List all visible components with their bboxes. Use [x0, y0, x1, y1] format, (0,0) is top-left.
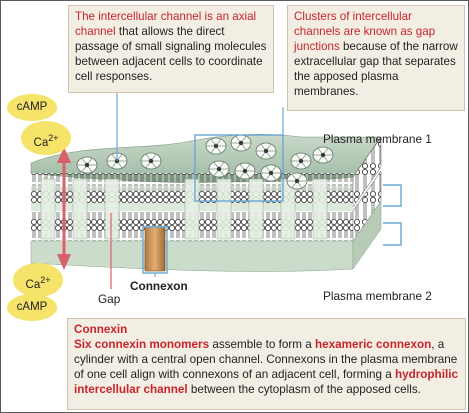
callout-channel-text: that allows the direct passage of small …	[75, 25, 267, 83]
connexon-rosette	[286, 172, 308, 190]
connexon-column	[184, 178, 200, 240]
connexon-rosette	[208, 160, 230, 178]
connexin-text-1: Six connexin monomers	[74, 338, 210, 351]
calcium-top-oval: Ca2+	[21, 121, 71, 155]
gap-label: Gap	[98, 292, 121, 306]
plasma-membrane-2-label: Plasma membrane 2	[323, 289, 432, 303]
connexin-text-2: assemble to form a	[209, 338, 315, 351]
callout-junctions-highlight: Clusters of intercellular channels are k…	[294, 10, 436, 53]
connexin-description-box: Connexin Six connexin monomers assemble …	[67, 318, 466, 410]
connexon-rosette	[255, 142, 277, 160]
connexon-column	[312, 178, 328, 240]
signal-arrow-head-up	[57, 147, 71, 163]
connexon-column	[104, 178, 120, 240]
highlighted-connexon	[144, 226, 166, 272]
camp-top-oval: cAMP	[7, 94, 57, 121]
calcium-top-text: Ca	[33, 136, 49, 149]
calcium-bottom-text: Ca	[25, 278, 41, 291]
membrane-2-right-face	[352, 200, 382, 270]
connexin-text-4: , a cylinder with a central open channel…	[74, 338, 458, 381]
connexin-text-6: between the cytoplasm of the apposed cel…	[187, 383, 421, 396]
connexon-rosette	[76, 156, 98, 174]
camp-bottom-text: cAMP	[16, 301, 48, 313]
gap-junction-cluster-box	[194, 134, 284, 202]
connexon-rosette	[290, 152, 312, 170]
callout-junctions-text: because of the narrow extracellular gap …	[294, 40, 458, 98]
callout-intercellular-channel: The intercellular channel is an axial ch…	[68, 5, 274, 93]
calcium-top-charge: 2+	[48, 133, 59, 143]
connexon-rosette	[234, 162, 256, 180]
callout-channel-highlight: The intercellular channel is an axial ch…	[75, 10, 257, 38]
membrane-1-bracket	[383, 184, 402, 207]
connexon-rosette	[205, 137, 227, 155]
camp-bottom-oval: cAMP	[7, 294, 57, 321]
connexon-rosette	[230, 134, 252, 152]
connexon-column	[248, 178, 264, 240]
calcium-bottom-charge: 2+	[40, 275, 51, 285]
connexon-rosette	[312, 146, 334, 164]
connexon-column	[40, 178, 56, 240]
membrane-2-lower-face	[30, 240, 354, 272]
connexin-text-3: hexameric connexon	[314, 338, 432, 351]
connexon-column	[216, 178, 232, 240]
camp-top-text: cAMP	[16, 101, 48, 113]
connexon-rosette	[140, 152, 162, 170]
connexin-text-5: hydrophilic intercellular channel	[74, 368, 458, 396]
connexon-rosette	[260, 164, 282, 182]
connexon-column	[72, 178, 88, 240]
callout-gap-junctions: Clusters of intercellular channels are k…	[287, 5, 465, 111]
connexon-label: Connexon	[130, 279, 188, 293]
membrane-2-bracket	[383, 222, 402, 246]
membrane-1-side-bilayer	[352, 136, 382, 208]
plasma-membrane-1-label: Plasma membrane 1	[323, 132, 432, 146]
signal-arrow-head-down	[57, 254, 71, 270]
connexin-title: Connexin	[74, 323, 128, 336]
calcium-bottom-oval: Ca2+	[13, 263, 63, 297]
connexon-rosettes	[76, 134, 334, 190]
